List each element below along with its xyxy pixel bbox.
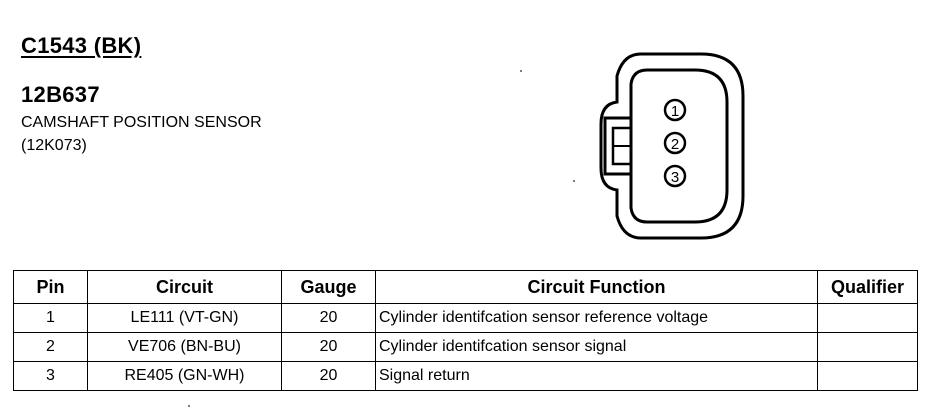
circuit-cell: RE405 (GN-WH) (87, 361, 282, 391)
connector-face-diagram: 1 2 3 (599, 52, 745, 240)
column-header-circuit: Circuit (87, 270, 282, 304)
qualifier-cell (817, 303, 918, 333)
connector-outer-housing (599, 52, 745, 240)
scan-speck (188, 405, 190, 407)
gauge-cell: 20 (281, 303, 376, 333)
pin-cavity-1: 1 (663, 98, 687, 122)
circuit-cell: LE111 (VT-GN) (87, 303, 282, 333)
connector-id-title: C1543 (BK) (21, 33, 142, 58)
component-code: (12K073) (21, 137, 87, 154)
column-header-pin: Pin (13, 270, 88, 304)
qualifier-cell (817, 361, 918, 391)
function-cell: Cylinder identifcation sensor signal (375, 332, 818, 362)
table-row: 3 RE405 (GN-WH) 20 Signal return (13, 361, 918, 391)
svg-text:2: 2 (671, 136, 679, 153)
gauge-cell: 20 (281, 332, 376, 362)
svg-text:1: 1 (671, 103, 679, 120)
function-cell: Cylinder identifcation sensor reference … (375, 303, 818, 333)
column-header-gauge: Gauge (281, 270, 376, 304)
pin-cell: 1 (13, 303, 88, 333)
column-header-circuit-function: Circuit Function (375, 270, 818, 304)
pin-cell: 2 (13, 332, 88, 362)
table-header-row: Pin Circuit Gauge Circuit Function Quali… (13, 270, 918, 304)
circuit-cell: VE706 (BN-BU) (87, 332, 282, 362)
function-cell: Signal return (375, 361, 818, 391)
table-row: 2 VE706 (BN-BU) 20 Cylinder identifcatio… (13, 332, 918, 362)
scan-speck (520, 70, 522, 72)
pin-cavity-3: 3 (663, 164, 687, 188)
part-number: 12B637 (21, 82, 100, 107)
scan-speck (573, 180, 575, 182)
pin-assignment-table: Pin Circuit Gauge Circuit Function Quali… (13, 270, 918, 391)
table-row: 1 LE111 (VT-GN) 20 Cylinder identifcatio… (13, 303, 918, 333)
gauge-cell: 20 (281, 361, 376, 391)
qualifier-cell (817, 332, 918, 362)
component-name: CAMSHAFT POSITION SENSOR (21, 114, 262, 131)
pin-cavity-2: 2 (663, 131, 687, 155)
pin-cell: 3 (13, 361, 88, 391)
svg-text:3: 3 (671, 169, 679, 186)
connector-inner-housing (629, 68, 729, 224)
column-header-qualifier: Qualifier (817, 270, 918, 304)
